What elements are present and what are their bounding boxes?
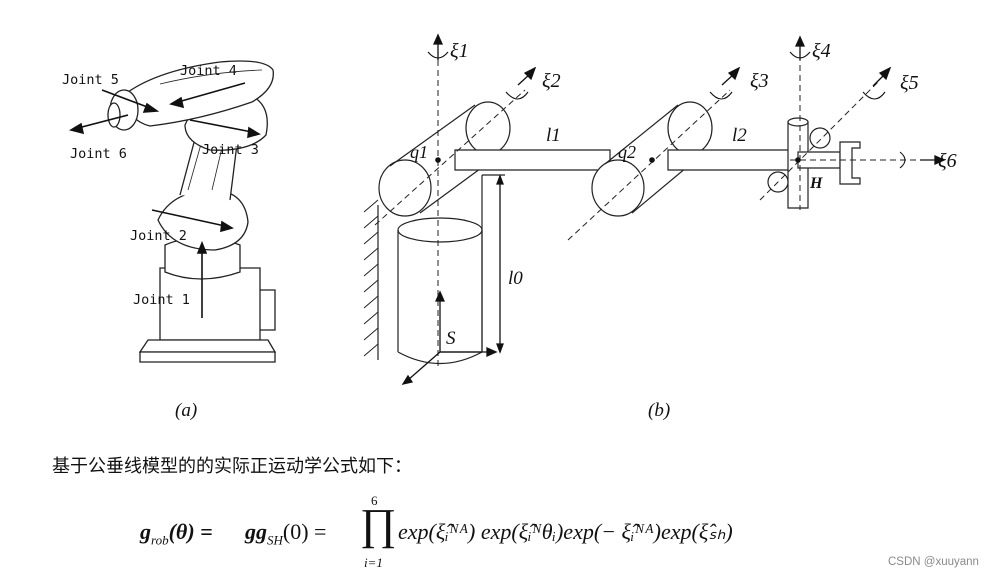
figure-b: ξ1 ξ2 ξ3 ξ4 ξ5 ξ6 q1 q2 H S l1 l2 l0 (b): [360, 30, 980, 430]
kinematics-formula: grob(θ) = ggSH(0) = 6 ∏ i=1 exp(ξ̂ᵢᴺᴬ) e…: [140, 493, 840, 575]
watermark: CSDN @xuuyann: [888, 556, 979, 568]
q2-label: q2: [618, 142, 636, 162]
xi2-label: ξ2: [542, 70, 561, 92]
q2-point: [649, 157, 655, 163]
xi3-label: ξ3: [750, 70, 769, 92]
joint-5-label: Joint 5: [62, 72, 119, 88]
formula-gg-symbol: gg: [245, 519, 267, 544]
joint-3-label: Joint 3: [202, 142, 259, 158]
q1-label: q1: [410, 142, 428, 162]
joint-4-label: Joint 4: [180, 63, 237, 79]
body-text: 基于公垂线模型的的实际正运动学公式如下：: [52, 456, 412, 477]
l2-label: l2: [732, 125, 747, 146]
joint-2-label: Joint 2: [130, 228, 187, 244]
formula-lhs-sub: rob: [151, 532, 169, 548]
l1-label: l1: [546, 125, 561, 146]
joint-6-label: Joint 6: [70, 146, 127, 162]
h-label: H: [810, 175, 823, 192]
joint-1-label: Joint 1: [133, 292, 190, 308]
s-label: S: [446, 328, 456, 349]
product-upper-limit: 6: [371, 493, 378, 508]
robot-arm-illustration: [68, 60, 277, 363]
figure-a-caption: (a): [175, 400, 198, 421]
figure-a: Joint 5 Joint 4 Joint 6 Joint 3 Joint 2 …: [40, 40, 340, 430]
l0-label: l0: [508, 268, 523, 289]
h-point: [795, 157, 801, 163]
xi4-label: ξ4: [812, 40, 831, 62]
formula-lhs: grob(θ) =: [140, 519, 213, 548]
kinematic-schematic: [363, 33, 946, 385]
product-symbol: ∏: [360, 500, 397, 549]
xi1-label: ξ1: [450, 40, 469, 62]
formula-gg-arg: (0) =: [282, 519, 327, 544]
formula-lhs-arg: (θ) =: [168, 519, 213, 544]
formula-lhs-symbol: g: [140, 519, 151, 544]
formula-terms: exp(ξ̂ᵢᴺᴬ) exp(ξ̂ᵢᴺθᵢ)exp(− ξ̂ᵢᴺᴬ)exp(ξ̂…: [398, 519, 733, 544]
formula-gg-sub: SH: [267, 532, 283, 548]
xi5-label: ξ5: [900, 72, 919, 94]
q1-point: [435, 157, 441, 163]
figure-b-caption: (b): [648, 400, 671, 421]
product-lower-limit: i=1: [364, 555, 383, 570]
formula-gg: ggSH(0) =: [245, 519, 326, 548]
xi6-label: ξ6: [938, 150, 957, 172]
